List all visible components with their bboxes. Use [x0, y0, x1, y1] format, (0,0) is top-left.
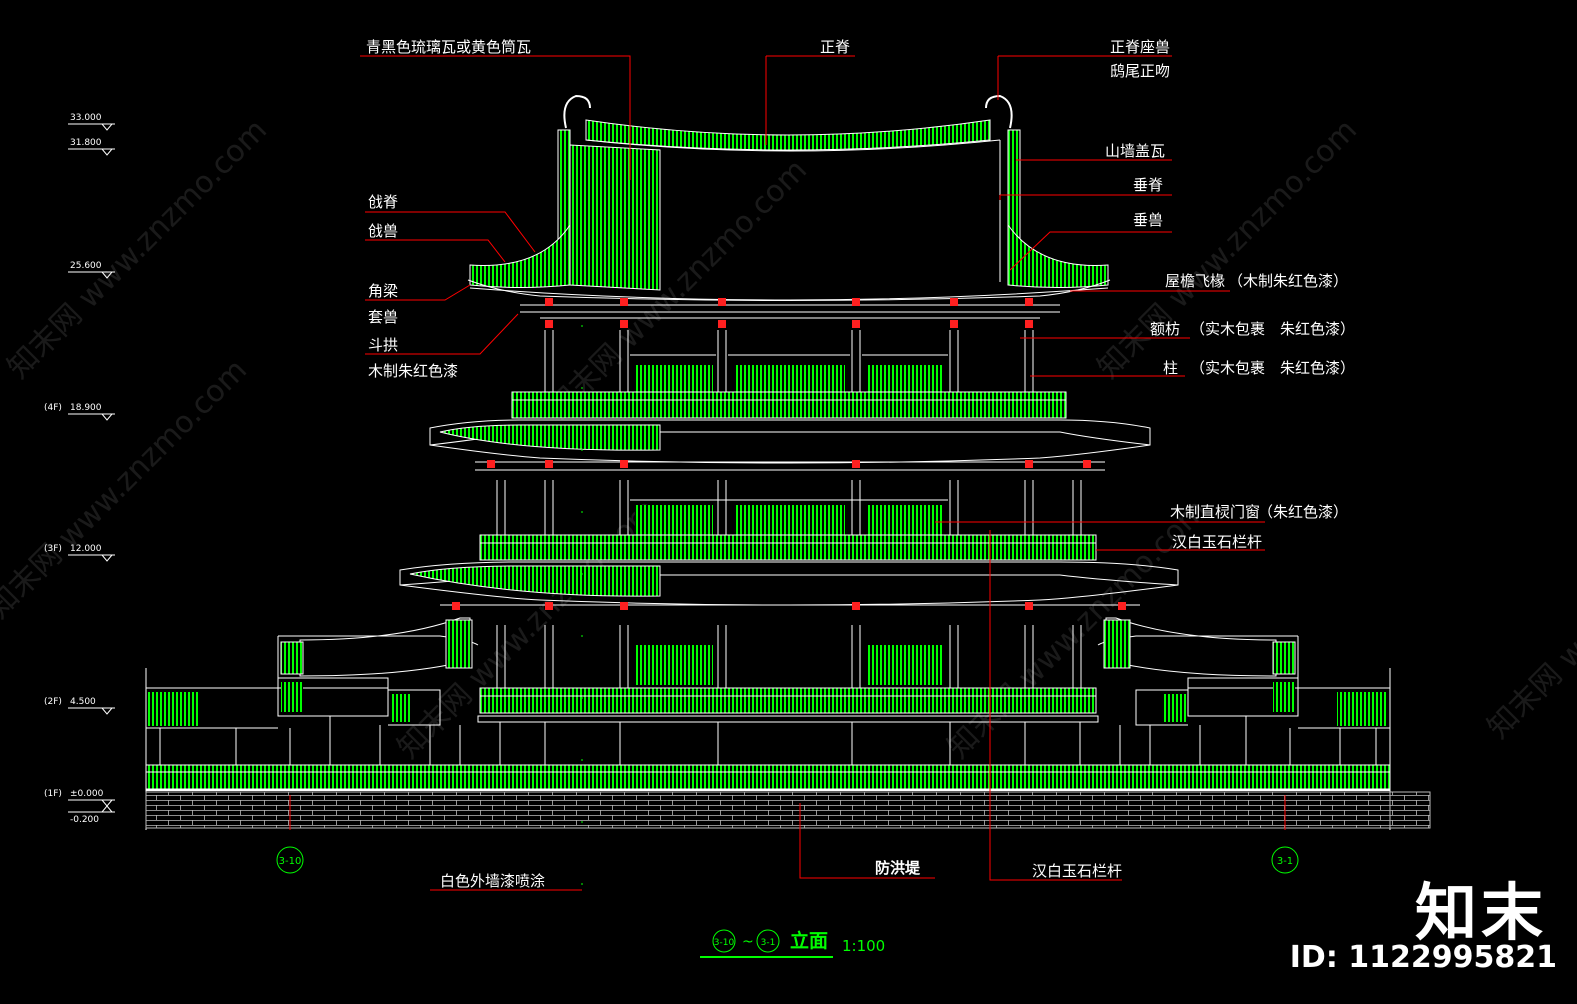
ground-floor — [145, 668, 1431, 830]
label-marble-rail-bottom: 汉白玉石栏杆 — [1032, 862, 1122, 880]
watermark-text: 知末网 www.znzmo.com — [1, 113, 274, 386]
label-eave-rafter: 屋檐飞椽 — [1165, 272, 1225, 290]
annotation-leaders — [289, 55, 1286, 891]
third-floor — [479, 460, 1097, 561]
label-lattice-door: 木制直棂门窗 — [1170, 503, 1260, 521]
level-marker: (4F) 18.900 — [44, 403, 115, 421]
top-roof — [467, 94, 1111, 301]
second-floor — [145, 602, 1391, 729]
fourth-floor — [511, 298, 1067, 419]
label-marble-rail: 汉白玉石栏杆 — [1172, 533, 1262, 551]
label-iron-ridge: 戗脊 — [368, 193, 398, 211]
level-markers: 33.000 31.800 25.600 (4F) 18.900 (3F) 12… — [44, 113, 115, 825]
label-chiwen: 鸱尾正吻 — [1110, 62, 1170, 80]
title-axis-b: 3-1 — [761, 938, 776, 948]
axis-bubble-right: 3-1 — [1271, 846, 1299, 874]
third-roof — [429, 419, 1151, 471]
watermark-text: 知末网 www.znzmo.com — [1481, 473, 1577, 746]
label-dougong: 斗拱 — [368, 336, 398, 354]
drawing-title: 3-10 ~ 3-1 立面 1:100 — [700, 929, 885, 958]
label-flood-dike: 防洪堤 — [875, 859, 921, 877]
level-marker: 31.800 — [68, 138, 115, 156]
dougong-row — [545, 298, 1033, 328]
brand-id: ID: 1122995821 — [1289, 940, 1557, 975]
label-hip-ridge: 垂脊 — [1133, 176, 1163, 194]
svg-text:(1F): (1F) — [44, 789, 62, 799]
title-text: 立面 — [790, 929, 828, 952]
label-white-wall: 白色外墙漆喷涂 — [440, 872, 545, 890]
svg-text:(3F): (3F) — [44, 544, 62, 554]
pavilion-elevation — [145, 94, 1431, 830]
watermark-layer: 知末网 www.znzmo.com 知末网 www.znzmo.com 知末网 … — [0, 113, 1577, 766]
level-marker: (2F) 4.500 — [44, 697, 115, 715]
watermark-text: 知末网 www.znzmo.com — [0, 353, 254, 626]
svg-text:33.000: 33.000 — [70, 113, 102, 123]
svg-text:31.800: 31.800 — [70, 138, 102, 148]
svg-text:3-10: 3-10 — [279, 856, 302, 867]
label-lattice-note: （朱红色漆） — [1258, 503, 1348, 521]
title-axis-a: 3-10 — [714, 938, 735, 948]
axis-bubble-left: 3-10 — [276, 846, 304, 874]
svg-text:±0.000: ±0.000 — [70, 789, 104, 799]
label-glazed-tile: 青黑色琉璃瓦或黄色筒瓦 — [366, 38, 531, 56]
svg-text:(2F): (2F) — [44, 697, 62, 707]
dougong-row — [452, 602, 1126, 610]
svg-text:3-1: 3-1 — [1277, 856, 1293, 867]
title-scale: 1:100 — [842, 937, 885, 955]
svg-text:(4F): (4F) — [44, 403, 62, 413]
level-marker: 25.600 — [68, 261, 115, 279]
brand-logo: 知末 — [1414, 876, 1547, 949]
annotation-labels: 青黑色琉璃瓦或黄色筒瓦 正脊 正脊座兽 鸱尾正吻 山墙盖瓦 垂脊 垂兽 戗脊 戗… — [366, 38, 1355, 890]
label-column-note: （实木包裹 朱红色漆） — [1190, 359, 1355, 377]
level-marker: (3F) 12.000 — [44, 544, 115, 562]
label-ridge-beast: 正脊座兽 — [1110, 38, 1170, 56]
level-marker: (1F) ±0.000 — [44, 789, 115, 807]
label-wood-red: 木制朱红色漆 — [368, 362, 458, 380]
label-hip-beast: 垂兽 — [1133, 211, 1163, 229]
label-iron-beast: 戗兽 — [368, 222, 398, 240]
label-eave-rafter-note: （木制朱红色漆） — [1228, 272, 1348, 290]
label-tie-beam: 额枋 — [1150, 320, 1180, 338]
label-cover-beast: 套兽 — [368, 308, 398, 326]
label-main-ridge: 正脊 — [820, 38, 850, 56]
svg-text:12.000: 12.000 — [70, 544, 102, 554]
label-tie-beam-note: （实木包裹 朱红色漆） — [1190, 320, 1355, 338]
svg-text:4.500: 4.500 — [70, 697, 96, 707]
svg-text:18.900: 18.900 — [70, 403, 102, 413]
svg-text:-0.200: -0.200 — [70, 815, 99, 825]
dougong-row — [487, 460, 1091, 468]
label-corner-beam: 角梁 — [368, 282, 398, 300]
level-marker: -0.200 — [68, 805, 115, 825]
title-tilde: ~ — [742, 934, 754, 950]
second-roof — [399, 561, 1179, 606]
level-marker: 33.000 — [68, 113, 115, 131]
label-gable-tile: 山墙盖瓦 — [1105, 142, 1165, 160]
svg-text:25.600: 25.600 — [70, 261, 102, 271]
label-column: 柱 — [1163, 359, 1178, 377]
